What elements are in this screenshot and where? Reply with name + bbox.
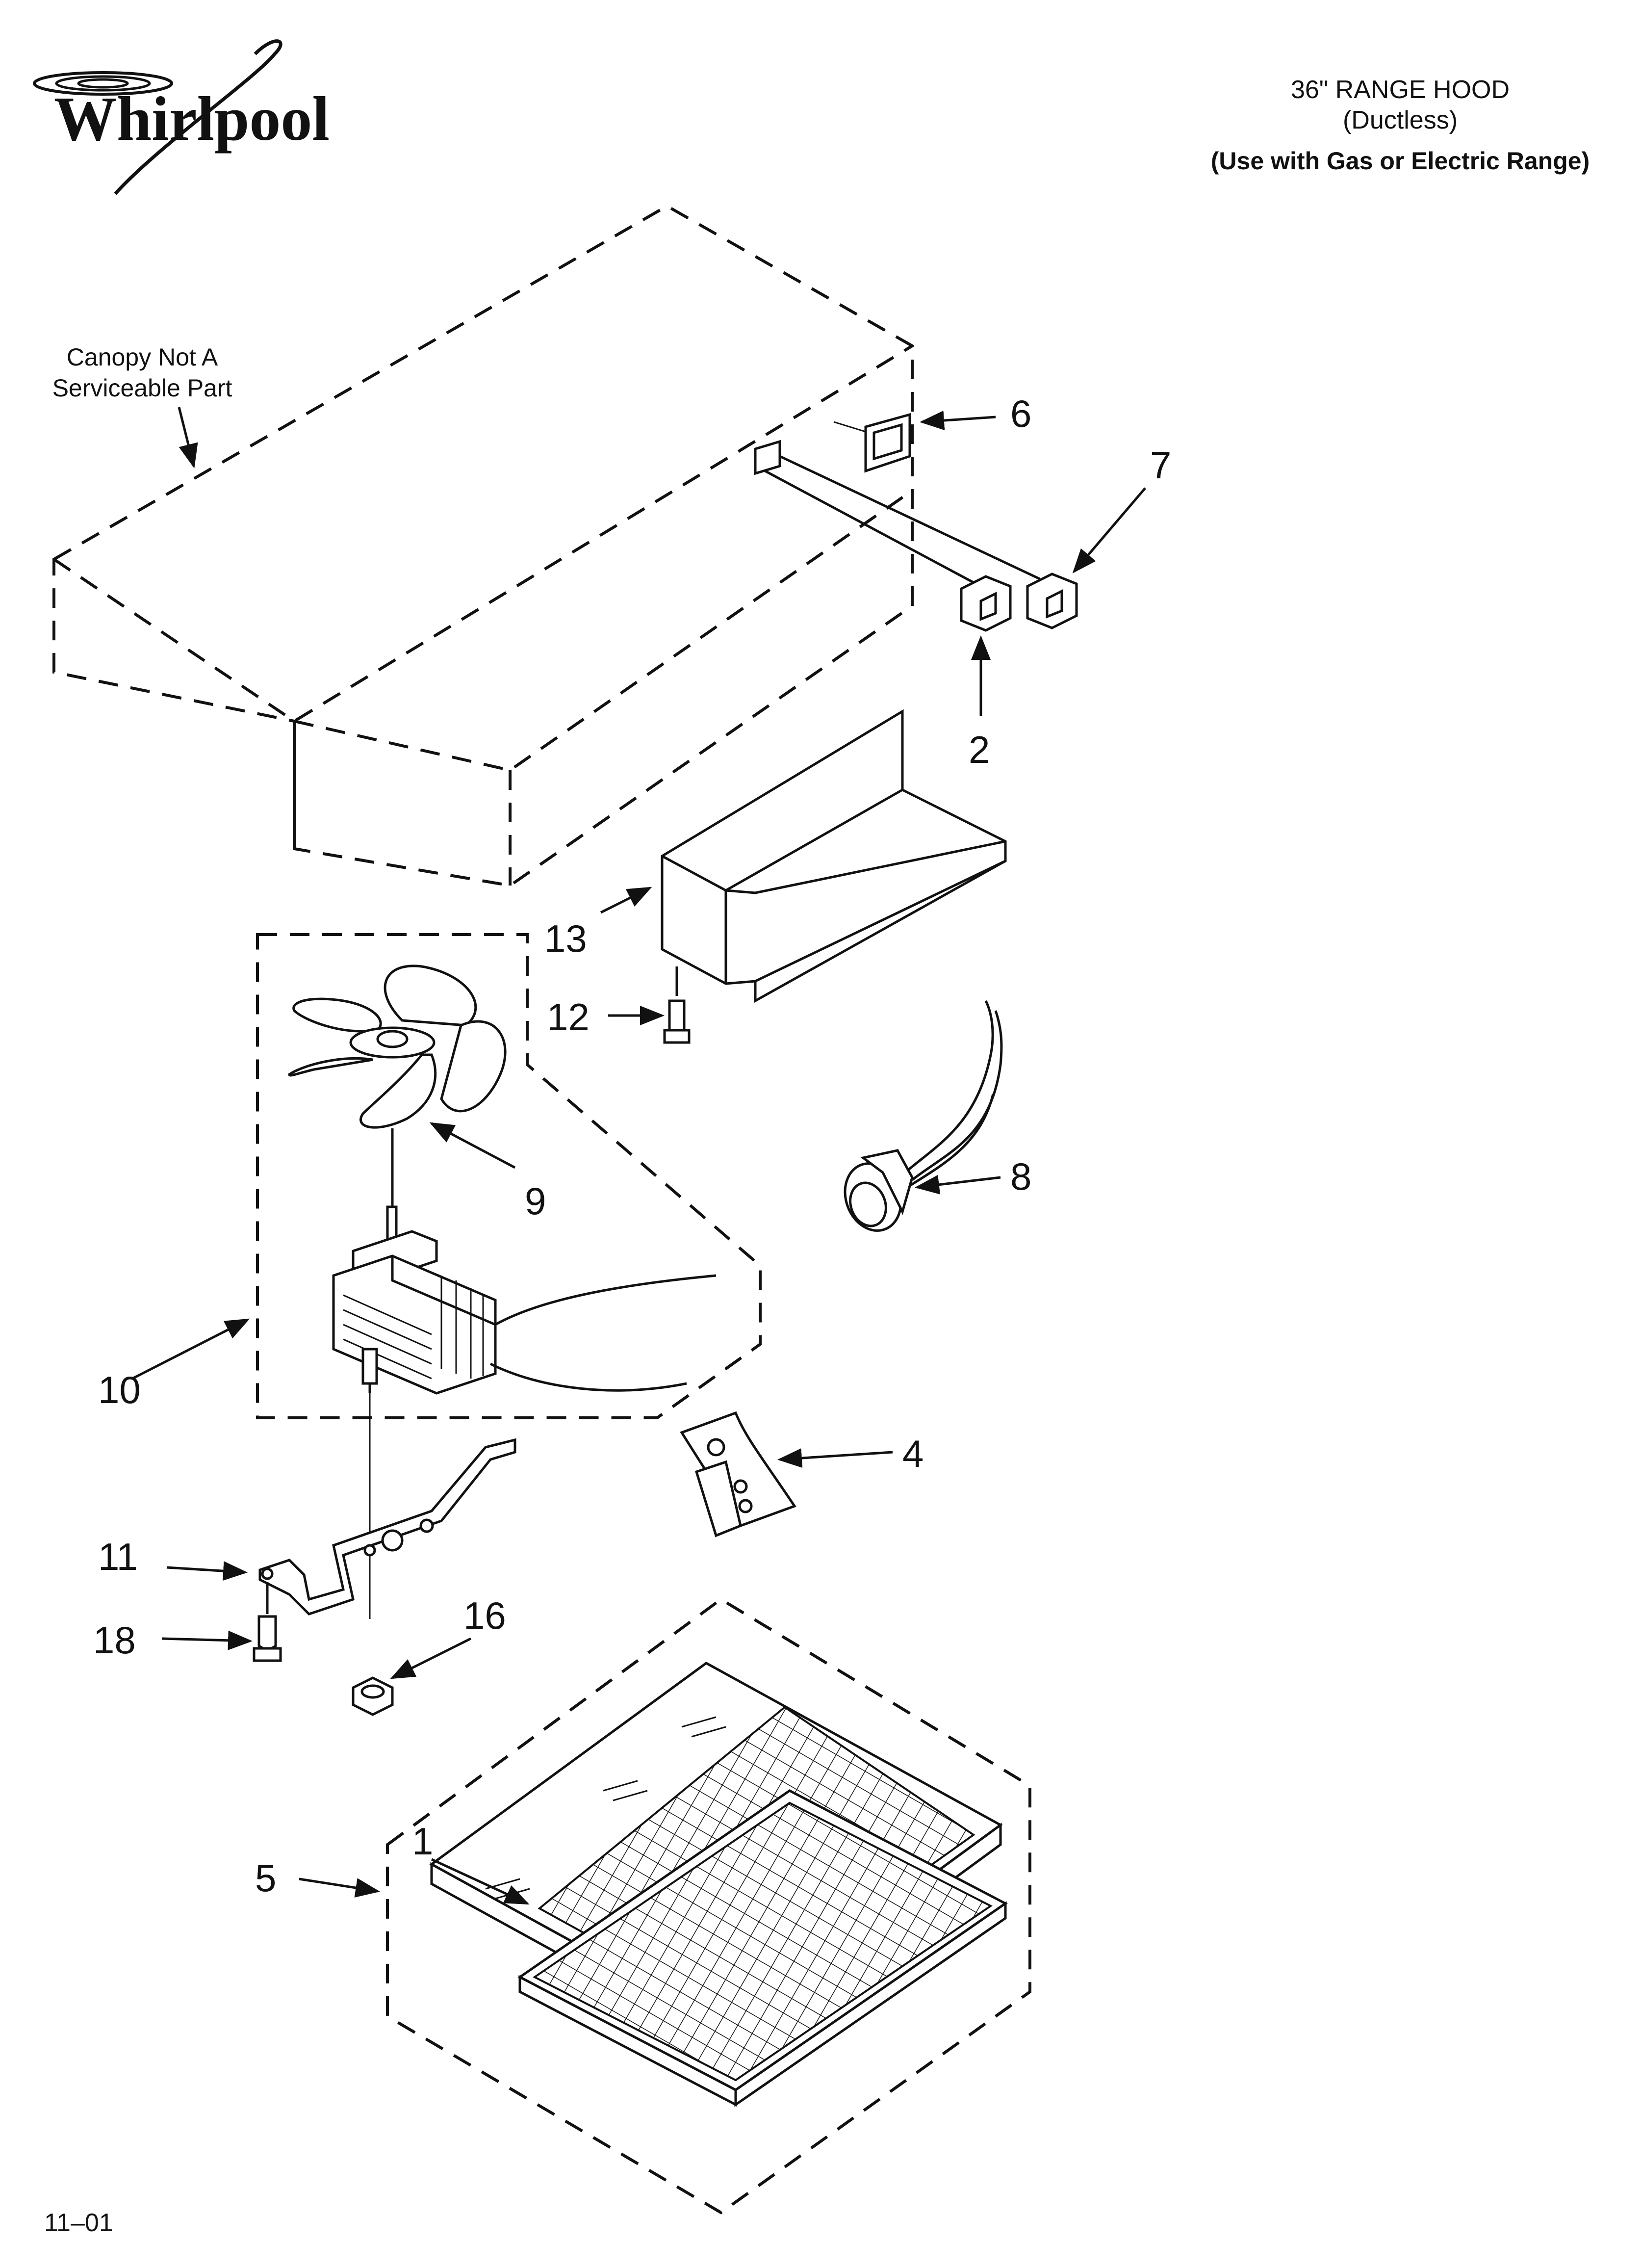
leader-7 (1072, 487, 1146, 574)
callout-6: 6 (1010, 392, 1031, 435)
lamp-socket-part (844, 1000, 1003, 1232)
leader-8 (915, 1174, 1001, 1195)
motor-assembly-outline (256, 933, 762, 1419)
leader-11 (166, 1561, 248, 1581)
callout-11: 11 (98, 1535, 138, 1578)
callout-10: 10 (98, 1368, 141, 1411)
fan-motor-part (332, 1205, 717, 1619)
callout-12: 12 (547, 995, 590, 1039)
leader-13 (600, 886, 652, 914)
page-subtitle: (Ductless) (1343, 106, 1458, 134)
callout-16: 16 (463, 1594, 506, 1637)
screw-part-12 (663, 966, 691, 1044)
callout-18: 18 (93, 1618, 136, 1662)
revision-code: 11–01 (44, 2209, 113, 2237)
leader-6 (920, 411, 996, 430)
wire-harness-bracket (754, 440, 1041, 585)
leader-4 (777, 1448, 893, 1468)
filter-kit-outline (386, 1597, 1031, 2215)
callout-4: 4 (902, 1432, 924, 1475)
logo-wordmark: Whirlpool (54, 84, 330, 154)
leader-5 (299, 1877, 380, 1898)
motor-bracket-part (258, 1438, 516, 1616)
callout-1: 1 (412, 1820, 433, 1863)
callout-2: 2 (969, 728, 990, 771)
whirlpool-logo: Whirlpool (33, 39, 330, 195)
leader-10 (131, 1318, 250, 1380)
switch-part-2 (960, 575, 1012, 632)
callout-9: 9 (525, 1179, 546, 1223)
callout-7: 7 (1150, 443, 1171, 487)
callout-13: 13 (544, 917, 587, 960)
usage-note: (Use with Gas or Electric Range) (1211, 147, 1590, 175)
leader-1 (431, 1858, 530, 1905)
leader-16 (390, 1637, 472, 1679)
screw-part-18 (253, 1582, 282, 1662)
page-title: 36" RANGE HOOD (1291, 76, 1510, 104)
damper-housing-part (661, 709, 1007, 1003)
canopy-note-line2: Serviceable Part (52, 374, 232, 402)
switch-part-7 (1026, 573, 1078, 629)
canopy-note-line1: Canopy Not A (67, 343, 218, 371)
canopy-note-arrow (178, 407, 198, 469)
mounting-bracket-part (680, 1411, 796, 1538)
leader-9 (429, 1122, 516, 1169)
callout-5: 5 (255, 1856, 276, 1900)
switch-plate-part (833, 413, 911, 473)
callout-8: 8 (1010, 1155, 1031, 1198)
fan-blade-part (288, 965, 507, 1217)
nut-part-16 (352, 1676, 394, 1716)
grease-filter-lower (517, 1789, 1008, 2107)
canopy-outline (52, 204, 914, 887)
leader-18 (161, 1630, 253, 1650)
